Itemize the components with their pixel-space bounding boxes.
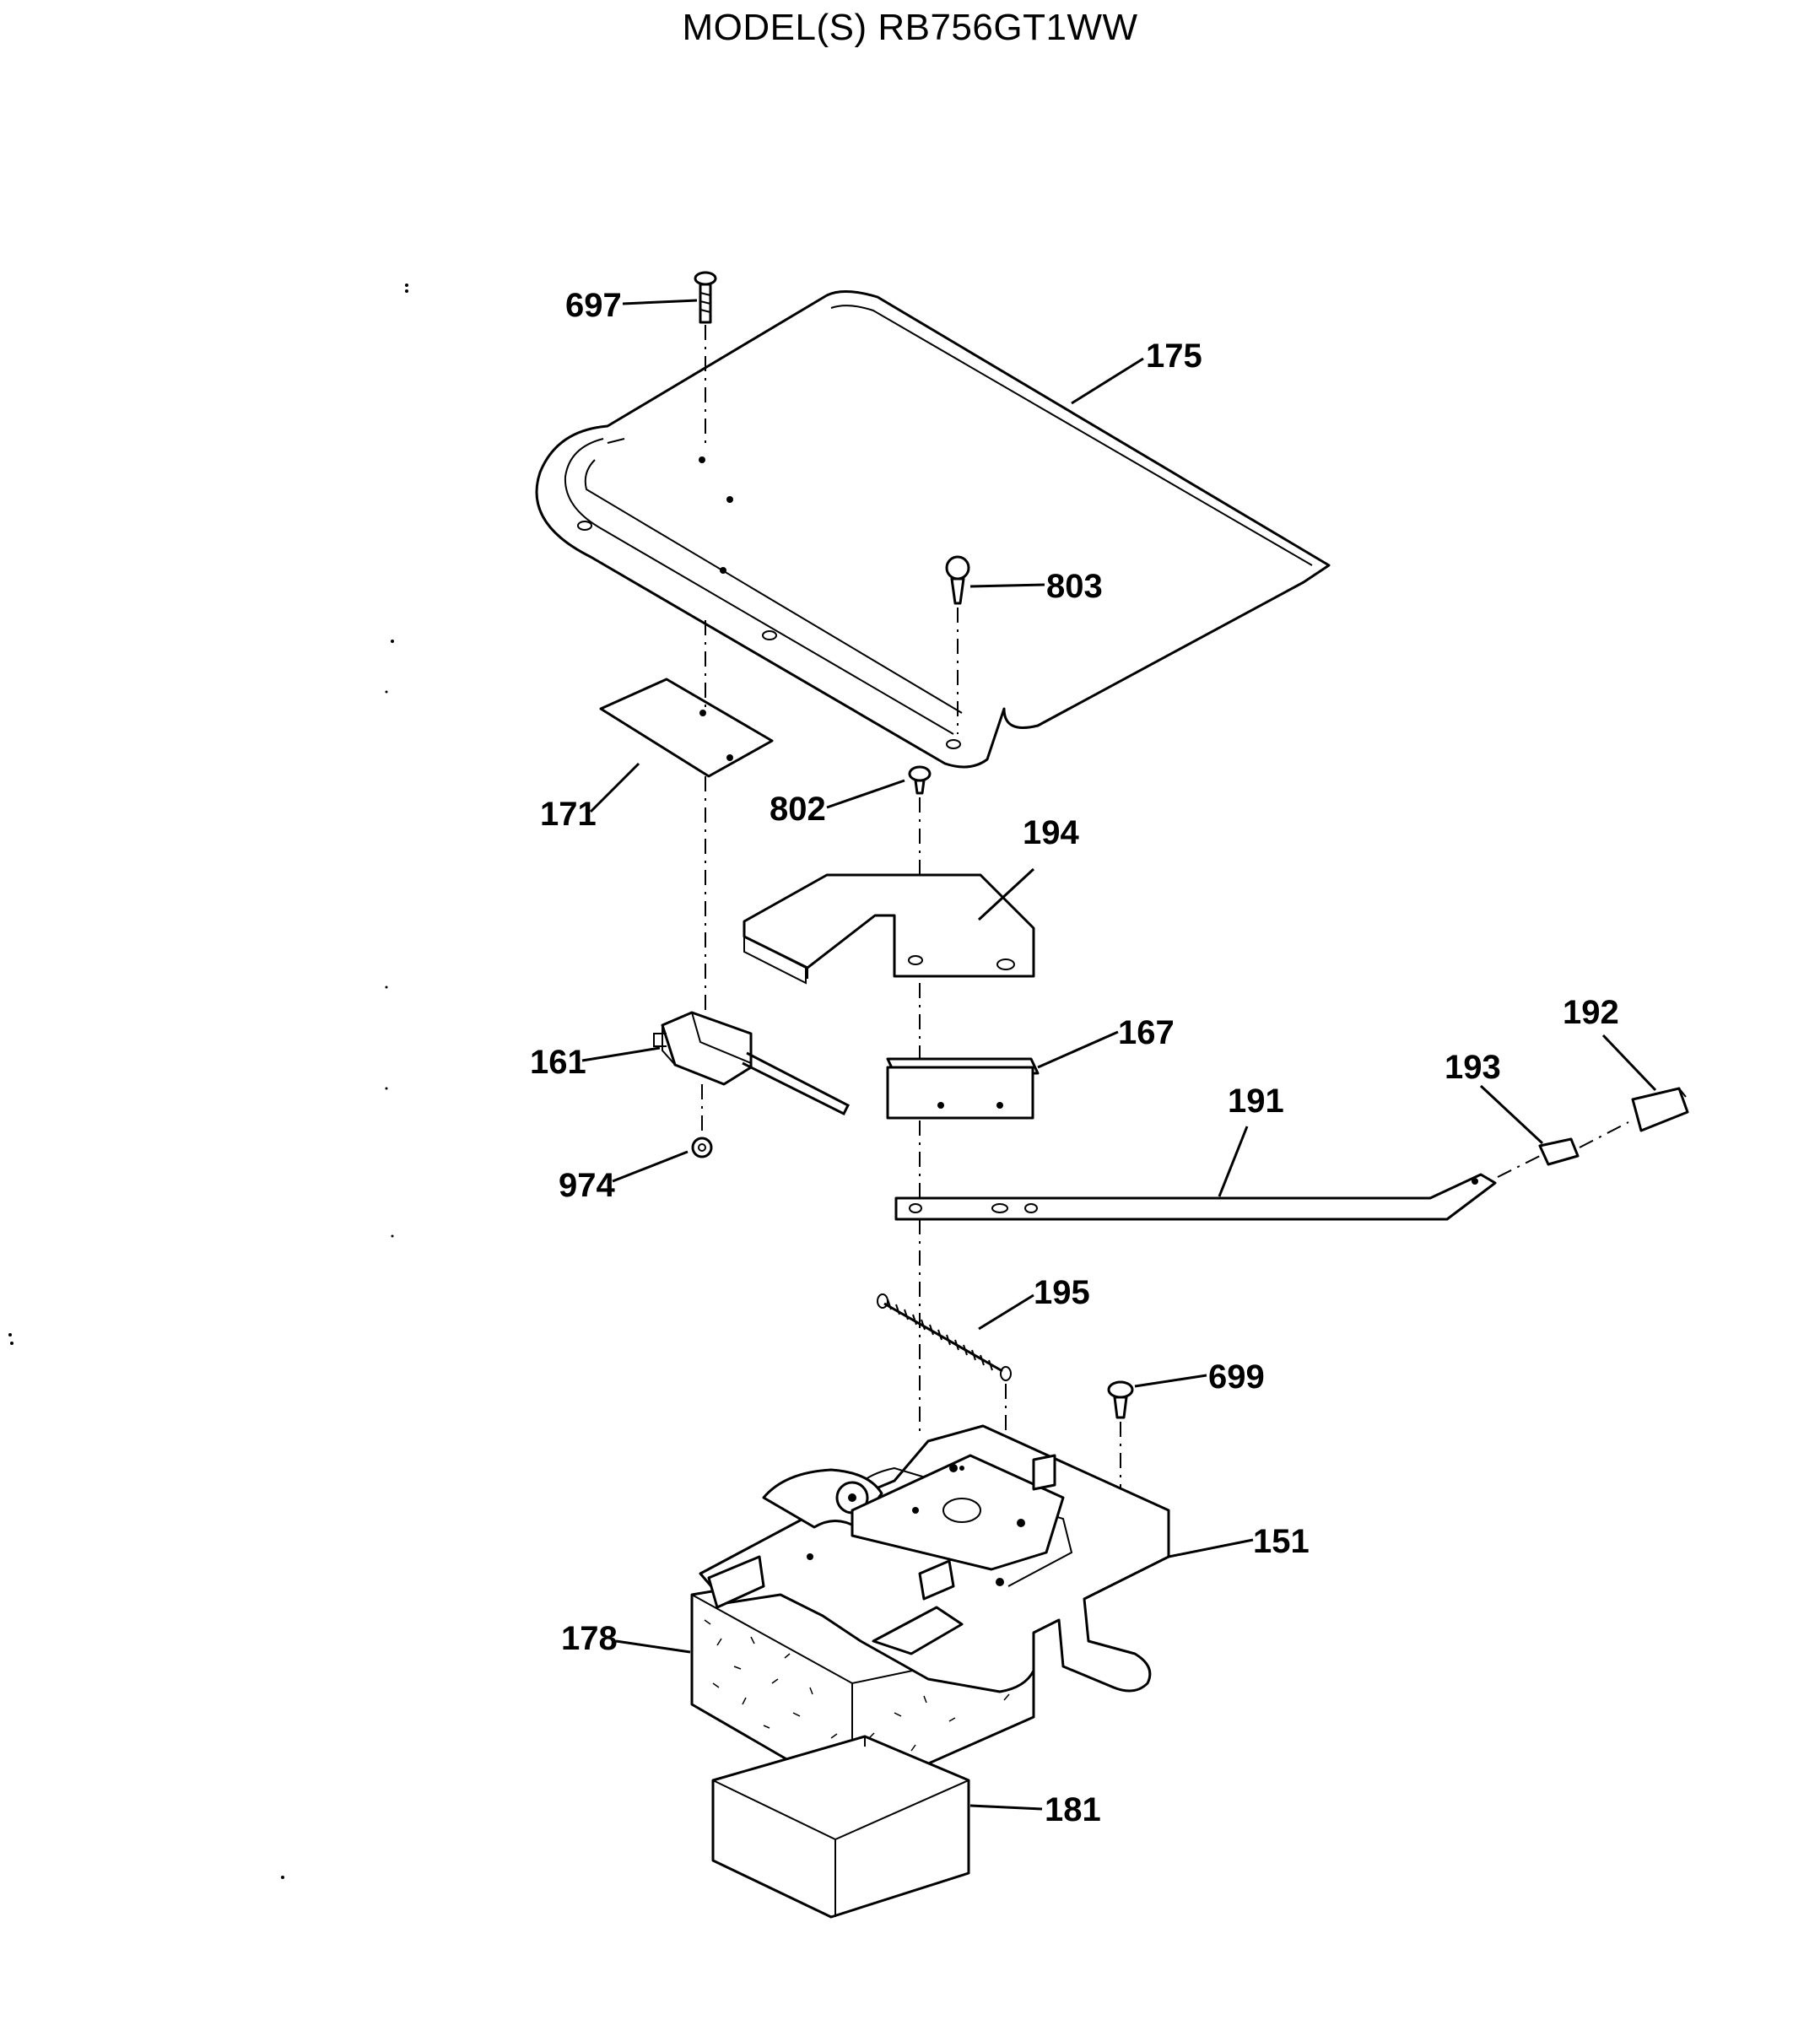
part-192-knob: 192 [1563, 994, 1689, 1132]
label-175: 175 [1146, 338, 1202, 375]
part-193-clip: 193 [1445, 1049, 1629, 1166]
part-151-mechanism: 151 [699, 1424, 1310, 1693]
label-178: 178 [561, 1620, 618, 1657]
part-191-lever: 191 [894, 1083, 1541, 1221]
label-191: 191 [1228, 1083, 1284, 1120]
part-974-nut: 974 [559, 1137, 713, 1204]
label-151: 151 [1253, 1523, 1310, 1560]
label-193: 193 [1445, 1049, 1501, 1086]
scan-marks [8, 284, 408, 1879]
label-194: 194 [1023, 814, 1079, 851]
label-697: 697 [565, 287, 622, 324]
part-803-screw: 803 [945, 555, 1103, 734]
part-171-pad: 171 [540, 620, 774, 1012]
part-161-switch: 161 [530, 1011, 851, 1135]
label-699: 699 [1208, 1358, 1265, 1396]
model-title: MODEL(S) RB756GT1WW [682, 7, 1138, 48]
label-802: 802 [770, 791, 826, 828]
label-803: 803 [1046, 568, 1103, 605]
label-192: 192 [1563, 994, 1619, 1031]
label-195: 195 [1034, 1274, 1090, 1311]
part-195-spring: 195 [877, 1219, 1090, 1552]
label-181: 181 [1045, 1791, 1101, 1828]
label-167: 167 [1118, 1014, 1175, 1051]
label-171: 171 [540, 796, 597, 833]
part-167-guide: 167 [886, 983, 1175, 1198]
part-175-cover [535, 290, 1331, 769]
part-697-screw: 697 [565, 271, 717, 447]
part-181-box: 181 [711, 1735, 1101, 1919]
part-194-bracket: 194 [743, 814, 1079, 985]
label-161: 161 [530, 1044, 586, 1081]
label-974: 974 [559, 1167, 615, 1204]
